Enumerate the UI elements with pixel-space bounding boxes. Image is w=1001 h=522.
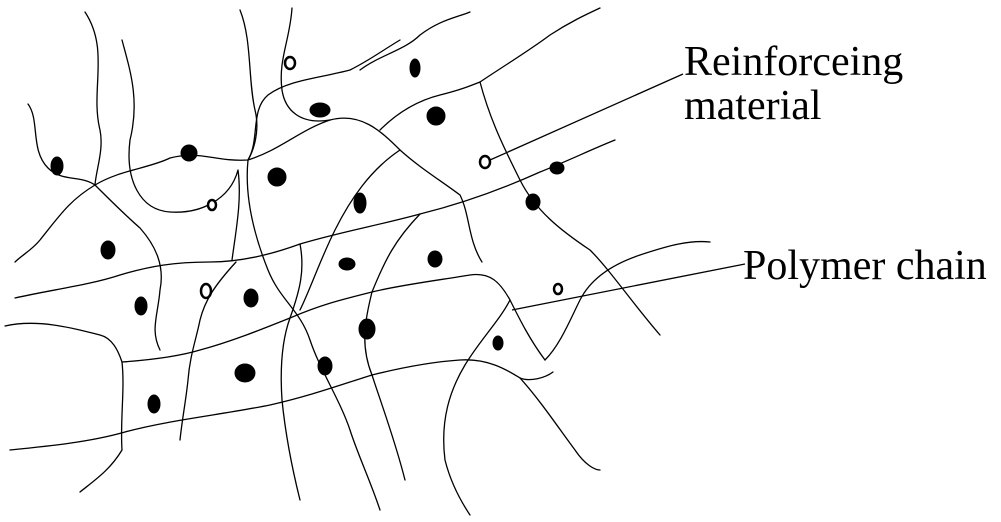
reinforcing-particle xyxy=(427,250,443,268)
hollow-particle xyxy=(199,282,213,300)
polymer-chain xyxy=(14,184,96,263)
reinforcing-particle xyxy=(317,356,333,376)
polymer-chain xyxy=(9,359,554,451)
polymer-chain xyxy=(280,7,331,122)
polymer-chain xyxy=(364,213,421,481)
polymer-chain xyxy=(179,261,237,441)
polymer-chain xyxy=(379,81,661,336)
polymer-chain xyxy=(14,139,616,299)
polymer-chain xyxy=(519,377,601,471)
reinforcing-particle xyxy=(50,156,64,176)
reinforcing-particle xyxy=(549,161,565,175)
polymer-chain xyxy=(479,7,601,83)
polymer-chain xyxy=(239,9,381,511)
reinforcing-particle xyxy=(100,240,116,260)
polymer-chain xyxy=(94,184,162,351)
polymer-chain xyxy=(247,117,483,263)
reinforcing-particle xyxy=(134,296,148,316)
hollow-particle xyxy=(206,198,218,212)
polymer-chain xyxy=(79,361,124,493)
polymer-chain xyxy=(544,240,711,361)
reinforcing-particle xyxy=(358,318,376,340)
reinforcing-particle xyxy=(353,192,367,214)
reinforcing-particle xyxy=(309,102,331,118)
polymer-chain xyxy=(4,273,546,363)
polymer-chain xyxy=(121,39,240,261)
polymer-chain xyxy=(27,39,401,186)
polymer-chain xyxy=(280,243,303,501)
reinforcing-particle xyxy=(180,144,198,162)
polymer-chain xyxy=(299,149,401,311)
polymer-leader-line xyxy=(511,263,746,311)
reinforcing-particle xyxy=(525,193,541,211)
reinforcing-particle xyxy=(147,394,161,414)
reinforcing-material-label: Reinforceing material xyxy=(684,40,903,128)
polymer-chain xyxy=(84,11,102,186)
hollow-particle xyxy=(552,282,564,296)
reinforcing-particle xyxy=(243,288,259,308)
polymer-chain xyxy=(359,11,471,71)
polymer-chain xyxy=(443,299,511,516)
reinforcing-particle xyxy=(409,58,421,78)
reinforcing-label-line2: material xyxy=(684,83,822,129)
reinforcing-leader-line xyxy=(489,73,684,161)
reinforcing-particle xyxy=(426,106,446,126)
reinforcing-particle xyxy=(492,335,504,351)
reinforcing-particle xyxy=(267,167,287,187)
reinforcing-particles xyxy=(50,58,565,414)
polymer-chains xyxy=(4,7,711,516)
reinforcing-particle xyxy=(234,363,256,383)
hollow-particles xyxy=(199,55,564,300)
reinforcing-particle xyxy=(338,257,356,271)
polymer-chain-label: Polymer chain xyxy=(743,243,987,289)
hollow-particle xyxy=(478,154,492,170)
reinforcing-label-line1: Reinforceing xyxy=(684,39,904,85)
hollow-particle xyxy=(283,55,297,71)
